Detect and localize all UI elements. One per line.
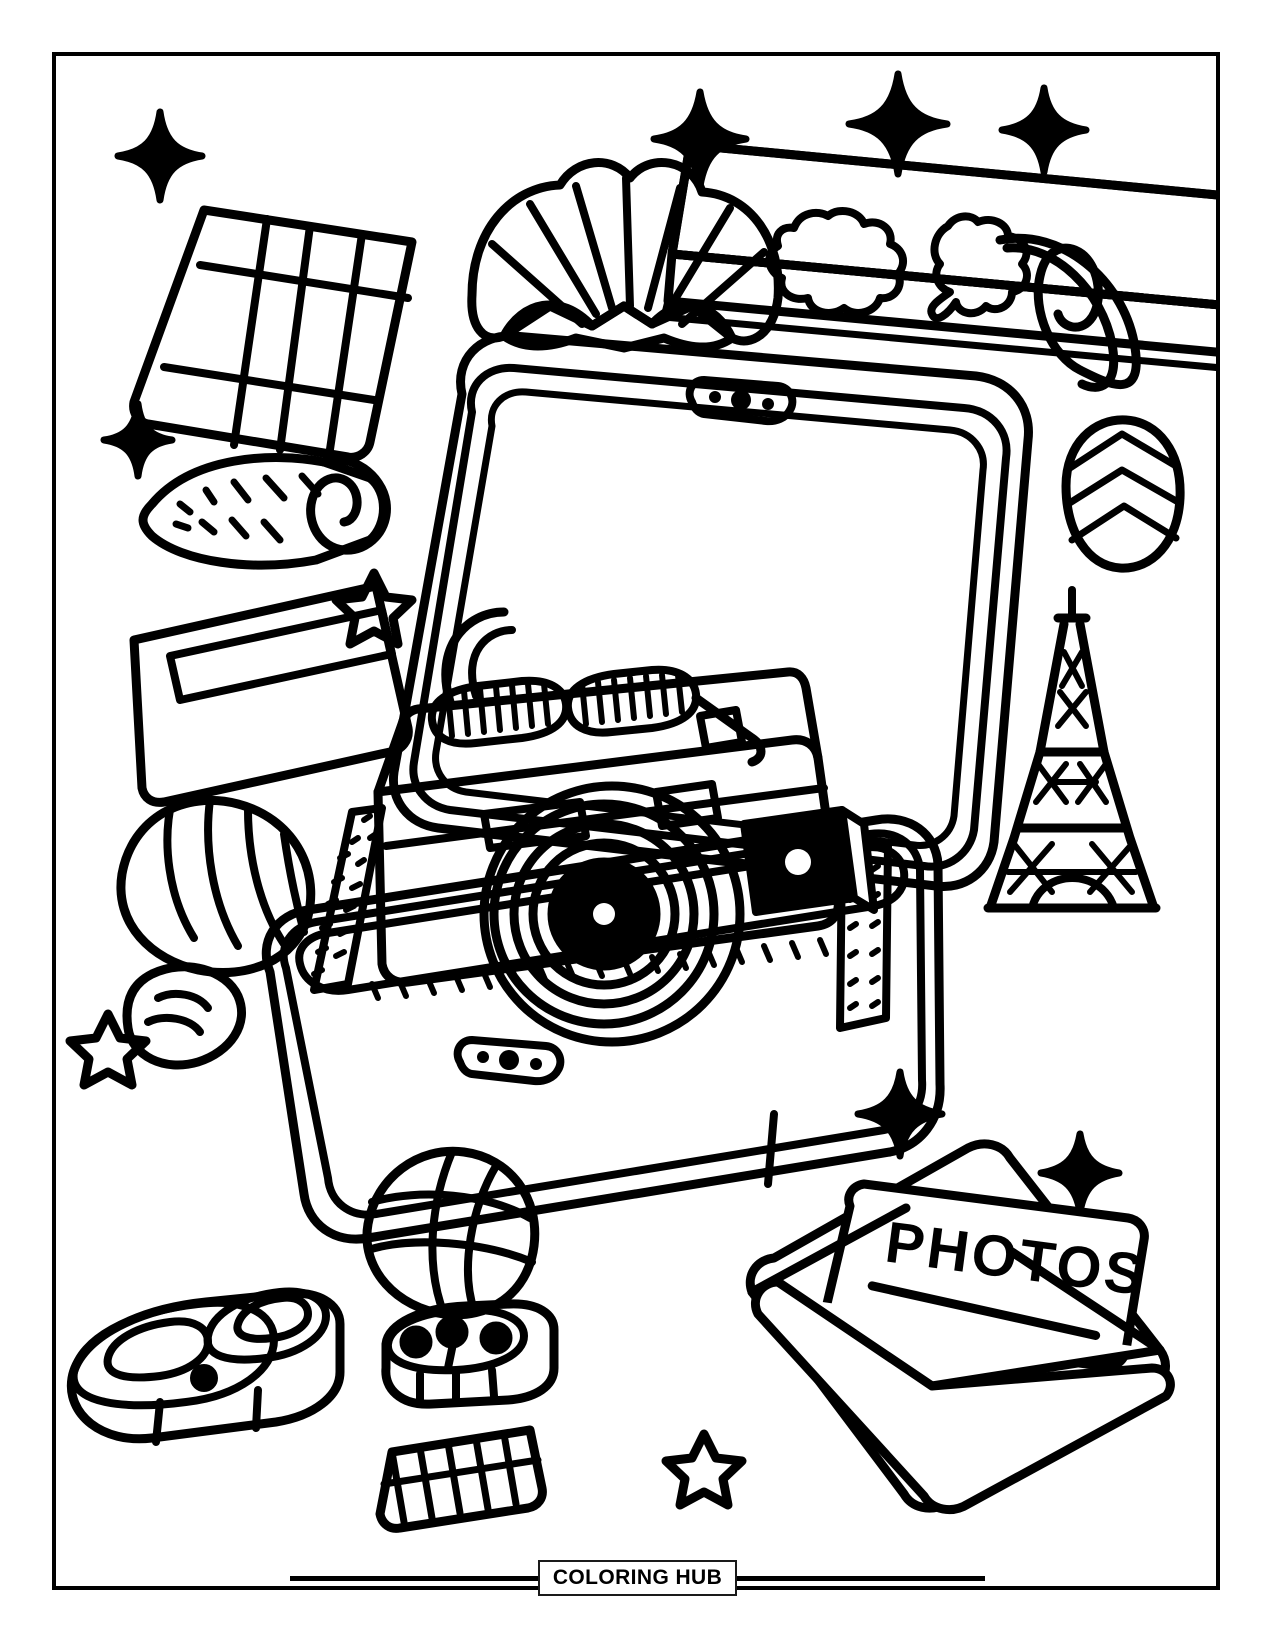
rolled-towel: [138, 453, 391, 570]
sparkle-icon-top-right-2: [998, 84, 1090, 176]
plaid-blanket: [129, 205, 417, 462]
artwork-canvas: PHOTOS: [52, 52, 1220, 1590]
eiffel-tower: [983, 586, 1161, 913]
body-latch: [453, 1036, 565, 1086]
sushi-roll-doodle: [66, 1287, 345, 1446]
crosshatch-shell: [362, 1146, 540, 1320]
bean-doodle: [381, 1299, 559, 1409]
photos-envelope: PHOTOS: [745, 1139, 1175, 1515]
footer-rule-right: [737, 1575, 986, 1581]
camera-lens: [479, 781, 745, 1047]
map-book: [660, 140, 1220, 372]
camera-dial-left: [427, 676, 571, 748]
suitcase-lining-right: [836, 840, 892, 1032]
footer-rule-left: [289, 1575, 538, 1581]
postcard: [129, 581, 413, 807]
star-icon-bottom-center: [661, 1429, 747, 1510]
sparkle-icon-top-mid: [650, 88, 750, 190]
sparkle-icon-top-left: [114, 108, 206, 204]
sparkle-icon-left-upper: [100, 400, 176, 480]
pebble: [122, 962, 246, 1070]
camera-dial-right: [563, 665, 701, 737]
camera-flash-panel: [740, 806, 878, 916]
sparkle-icon-bottom-right: [854, 1068, 946, 1160]
brand-badge: COLORING HUB: [537, 1560, 738, 1596]
vintage-camera: [373, 607, 878, 1047]
chevron-egg: [1061, 415, 1185, 573]
page-footer: COLORING HUB: [0, 1548, 1275, 1608]
striped-block: [375, 1425, 547, 1533]
star-icon-left-bottom: [65, 1009, 151, 1090]
sparkle-icon-bottom-right-2: [1037, 1130, 1123, 1216]
suitcase-lining-left: [310, 804, 386, 994]
star-icon-left-middle: [331, 568, 417, 649]
sparkle-icon-top-right: [845, 70, 951, 178]
lid-latch: [685, 376, 797, 426]
rolled-mat: [995, 233, 1141, 392]
